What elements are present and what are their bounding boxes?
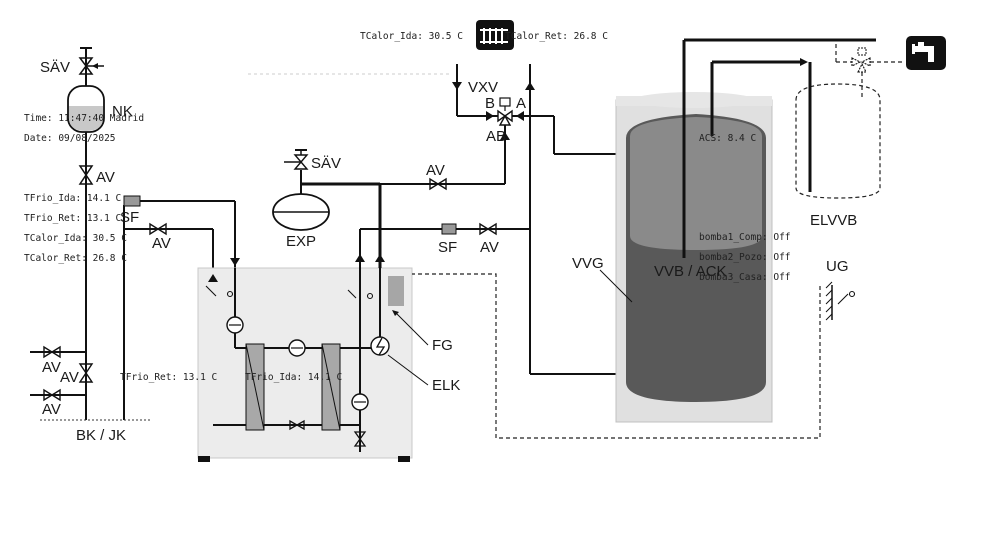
elvvb-tank — [795, 44, 904, 199]
label-sf-left: SF — [120, 209, 139, 226]
label-ug: UG — [826, 258, 849, 275]
label-exp: EXP — [286, 233, 316, 250]
label-fg: FG — [432, 337, 453, 354]
valve-av-left — [78, 165, 94, 185]
label-vxv: VXV — [468, 79, 498, 96]
readout-bomba3: bomba3_Casa: Off — [699, 272, 791, 283]
ug-sensor — [412, 273, 856, 439]
readout-date: Date: 09/08/2025 — [24, 133, 116, 144]
label-elk: ELK — [432, 377, 460, 394]
label-av-right: AV — [480, 239, 499, 256]
top-tcalor-ret: TCalor_Ret: 26.8 C — [505, 31, 608, 42]
left-riser — [40, 48, 150, 421]
label-av-left: AV — [96, 169, 115, 186]
lower-left-branches — [30, 345, 94, 402]
radiator-icon — [476, 20, 514, 50]
label-sav-top: SÄV — [40, 59, 70, 76]
label-av-b1: AV — [42, 359, 61, 376]
label-bk-jk: BK / JK — [76, 427, 126, 444]
safety-valve-top — [78, 47, 104, 75]
left-readouts: Time: 11:47:40 Madrid Date: 09/08/2025 T… — [24, 113, 144, 264]
label-vvb: VVB / ACK — [654, 263, 727, 280]
label-av-b3: AV — [42, 401, 61, 418]
readout-bomba2: bomba2_Pozo: Off — [699, 252, 791, 263]
readout-tcalor-ida: TCalor_Ida: 30.5 C — [24, 233, 127, 244]
nk-vessel — [67, 85, 105, 133]
label-av-exp: AV — [426, 162, 445, 179]
water-tap-icon — [906, 36, 946, 70]
readout-tfrio-ida: TFrio_Ida: 14.1 C — [24, 193, 121, 204]
vxv-valve — [452, 64, 628, 375]
vvb-tank — [615, 38, 876, 423]
label-av-mid: AV — [152, 235, 171, 252]
readout-tcalor-ret: TCalor_Ret: 26.8 C — [24, 253, 127, 264]
label-nk: NK — [112, 103, 133, 120]
label-sf-right: SF — [438, 239, 457, 256]
unit-tfrio-ret: TFrio_Ret: 13.1 C — [120, 372, 217, 383]
readout-tfrio-ret: TFrio_Ret: 13.1 C — [24, 213, 121, 224]
label-elvvb: ELVVB — [810, 212, 857, 229]
top-tcalor-ida: TCalor_Ida: 30.5 C — [360, 31, 463, 42]
heat-pump-unit — [197, 254, 413, 462]
label-sav-exp: SÄV — [311, 155, 341, 172]
readout-time: Time: 11:47:40 Madrid — [24, 113, 144, 124]
unit-tfrio-ida: TFrio_Ida: 14.1 C — [245, 372, 342, 383]
label-vvg: VVG — [572, 255, 604, 272]
readout-bomba1: bomba1_Comp: Off — [699, 232, 791, 243]
label-port-ab: AB — [486, 128, 506, 145]
label-port-b: B — [485, 95, 495, 112]
exp-pipes — [301, 125, 530, 268]
readout-acs: ACS: 8.4 C — [699, 133, 756, 144]
label-port-a: A — [516, 95, 526, 112]
label-av-b2: AV — [60, 369, 79, 386]
